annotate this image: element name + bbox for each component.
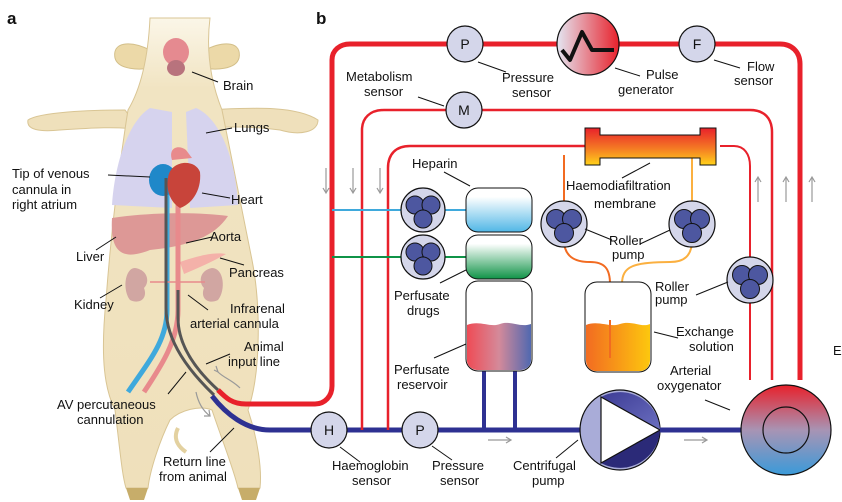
- flow-arrows-up: [754, 175, 816, 202]
- arterial-loop-middle: [360, 108, 774, 430]
- exchange-outflow-line: [563, 155, 611, 320]
- label-lungs: Lungs: [234, 120, 270, 135]
- roller-pump-exchange-out[interactable]: [540, 200, 588, 248]
- arterial-cannula: [176, 290, 220, 392]
- label-reservoir-1: Perfusate: [394, 362, 450, 377]
- metabolism-sensor[interactable]: M: [445, 91, 483, 129]
- label-haemoglobin-1: Haemoglobin: [332, 458, 409, 473]
- pressure-sensor-top-symbol: P: [460, 36, 469, 52]
- label-hdf-1: Haemodiafiltration: [566, 178, 671, 193]
- pressure-sensor-bottom[interactable]: P: [401, 411, 439, 449]
- kidney-right: [200, 268, 223, 302]
- label-pressure-bottom-1: Pressure: [432, 458, 484, 473]
- label-flow-2: sensor: [734, 73, 774, 88]
- label-metabolism-2: sensor: [364, 84, 404, 99]
- label-liver: Liver: [76, 249, 105, 264]
- label-oxygenator-2: oxygenator: [657, 378, 722, 393]
- hdf-return-line: [720, 145, 751, 380]
- label-pulse-1: Pulse: [646, 67, 679, 82]
- drug-container[interactable]: [465, 234, 533, 280]
- label-kidney: Kidney: [74, 297, 114, 312]
- arterial-input-line: [216, 41, 803, 407]
- venous-cannula: [164, 178, 216, 397]
- roller-pump-heparin[interactable]: [400, 187, 446, 233]
- label-infrarenal-1: Infrarenal: [230, 301, 285, 316]
- flow-arrows-right: [488, 436, 709, 444]
- arterial-loop-inner: [386, 144, 590, 430]
- label-brain: Brain: [223, 78, 253, 93]
- label-oxygenator-1: Arterial: [670, 363, 711, 378]
- heart: [149, 147, 201, 208]
- label-exchange-2: solution: [689, 339, 734, 354]
- label-pancreas: Pancreas: [229, 265, 284, 280]
- pulse-generator[interactable]: [556, 12, 620, 76]
- label-pulse-2: generator: [618, 82, 674, 97]
- label-venous-tip-1: Tip of venous: [12, 166, 90, 181]
- label-return-line-2: from animal: [159, 469, 227, 484]
- label-roller-right-2: pump: [655, 292, 688, 307]
- panel-b-label: b: [316, 9, 326, 28]
- label-reservoir-2: reservoir: [397, 377, 448, 392]
- kidney-left: [125, 268, 148, 302]
- pulse-waveform-icon: [560, 30, 614, 62]
- flow-arrows-down: [322, 168, 384, 195]
- metabolism-sensor-symbol: M: [458, 102, 470, 118]
- perfusate-reservoir[interactable]: [465, 280, 533, 372]
- roller-pump-drugs[interactable]: [400, 234, 446, 280]
- roller-pump-exchange-in[interactable]: [668, 200, 716, 248]
- label-perfusate-drugs-1: Perfusate: [394, 288, 450, 303]
- roller-pump-right[interactable]: [726, 256, 774, 304]
- liver: [111, 213, 228, 255]
- label-av-cannulation-2: cannulation: [77, 412, 144, 427]
- label-animal-input-1: Animal: [244, 339, 284, 354]
- label-pressure-top-1: Pressure: [502, 70, 554, 85]
- label-haemoglobin-2: sensor: [352, 473, 392, 488]
- label-hdf-2: membrane: [594, 196, 656, 211]
- arterial-oxygenator[interactable]: [740, 384, 832, 476]
- label-venous-tip-3: right atrium: [12, 197, 77, 212]
- label-aorta: Aorta: [210, 229, 242, 244]
- label-av-cannulation-1: AV percutaneous: [57, 397, 156, 412]
- label-animal-input-2: input line: [228, 354, 280, 369]
- label-pressure-bottom-2: sensor: [440, 473, 480, 488]
- flow-sensor[interactable]: F: [678, 25, 716, 63]
- heparin-container[interactable]: [465, 187, 533, 233]
- pressure-sensor-bottom-symbol: P: [415, 422, 424, 438]
- label-perfusate-drugs-2: drugs: [407, 303, 440, 318]
- label-flow-1: Flow: [747, 59, 775, 74]
- panel-a-label: a: [7, 9, 17, 28]
- label-heparin: Heparin: [412, 156, 458, 171]
- exchange-solution-container[interactable]: [584, 281, 652, 373]
- pressure-sensor-top[interactable]: P: [446, 25, 484, 63]
- label-metabolism-1: Metabolism: [346, 69, 412, 84]
- label-roller-right-1: Roller: [655, 279, 690, 294]
- haemoglobin-sensor-symbol: H: [324, 422, 334, 438]
- label-centrifugal-1: Centrifugal: [513, 458, 576, 473]
- haemoglobin-sensor[interactable]: H: [310, 411, 348, 449]
- flow-sensor-symbol: F: [693, 36, 702, 52]
- centrifugal-pump[interactable]: [579, 389, 662, 471]
- label-pressure-top-2: sensor: [512, 85, 552, 100]
- label-venous-tip-2: cannula in: [12, 182, 71, 197]
- brain: [163, 38, 189, 76]
- label-edge-letter: E: [833, 343, 842, 358]
- label-roller-mid-1: Roller: [609, 233, 644, 248]
- venous-return-line: [210, 394, 742, 433]
- label-centrifugal-2: pump: [532, 473, 565, 488]
- label-exchange-1: Exchange: [676, 324, 734, 339]
- haemodiafiltration-membrane[interactable]: [584, 127, 717, 166]
- pancreas: [180, 253, 226, 274]
- label-infrarenal-2: arterial cannula: [190, 316, 280, 331]
- label-return-line-1: Return line: [163, 454, 226, 469]
- exchange-inflow-line: [621, 155, 693, 318]
- label-roller-mid-2: pump: [612, 247, 645, 262]
- label-heart: Heart: [231, 192, 263, 207]
